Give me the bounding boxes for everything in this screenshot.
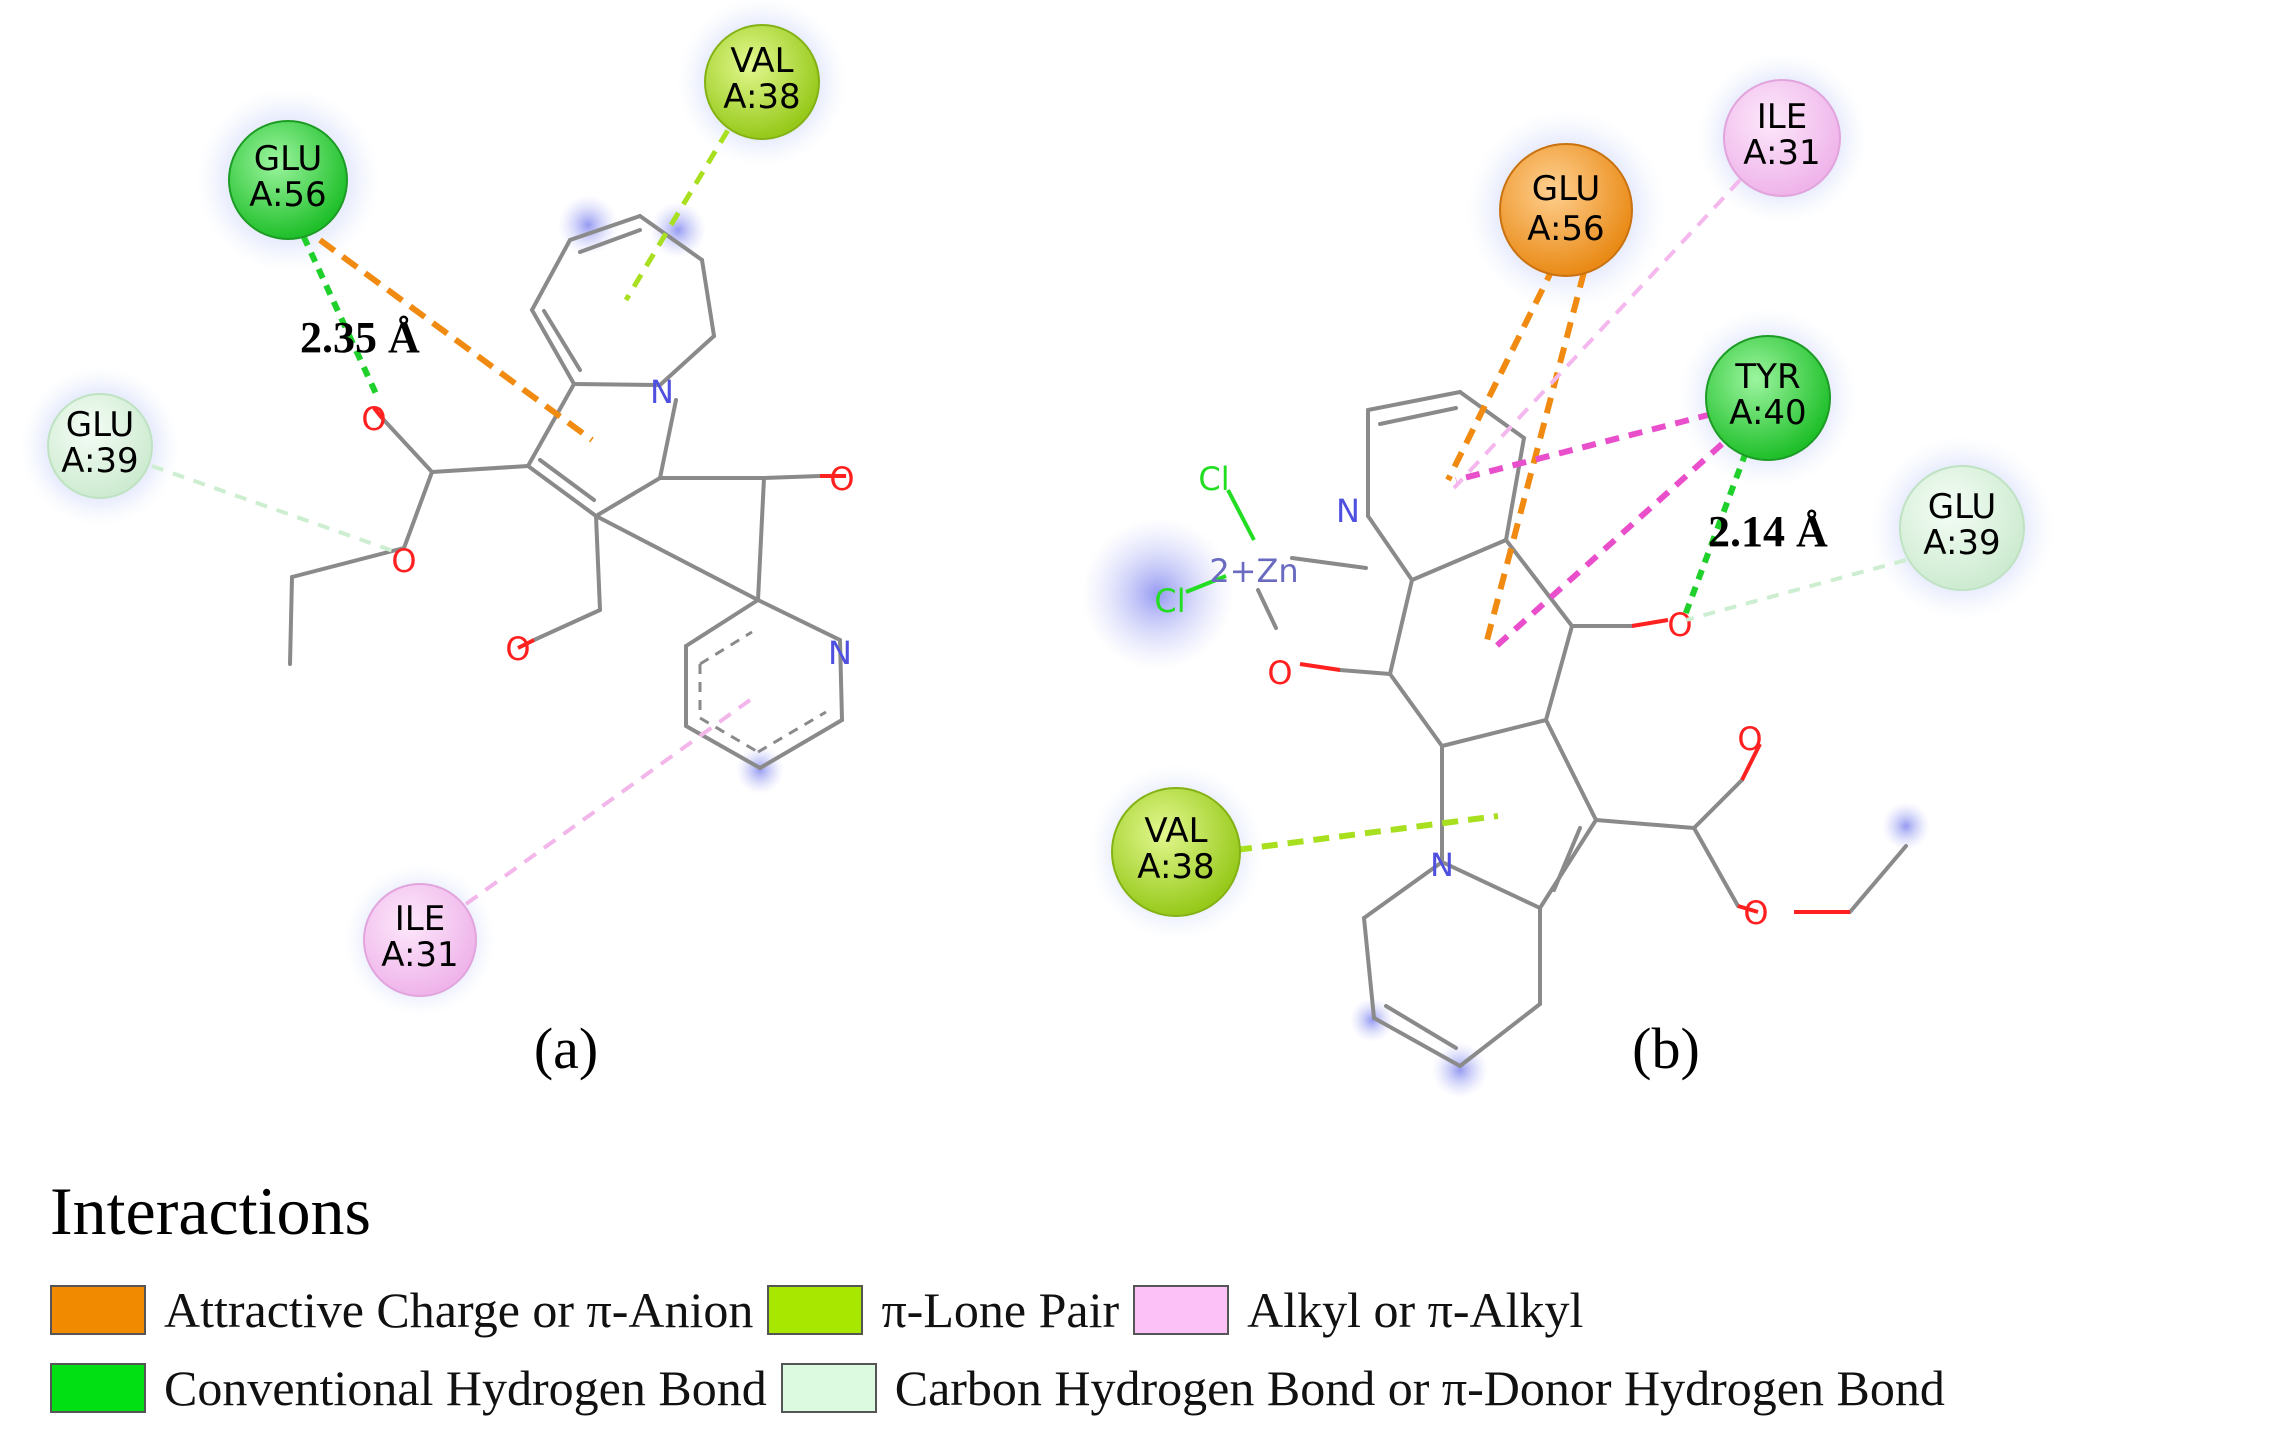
residue-glu39-b bbox=[1899, 465, 2025, 591]
atom-highlight bbox=[1350, 998, 1394, 1042]
residue-number: A:39 bbox=[61, 441, 138, 481]
carbon-h-bond-line bbox=[1685, 558, 1907, 622]
distance-label-b: 2.14 Å bbox=[1708, 507, 1828, 556]
residue-name: GLU bbox=[1532, 169, 1600, 209]
atom-o: O bbox=[1267, 654, 1292, 692]
legend-label: Carbon Hydrogen Bond or π-Donor Hydrogen… bbox=[894, 1360, 1945, 1416]
legend-label: Alkyl or π-Alkyl bbox=[1247, 1282, 1584, 1338]
legend-swatch-alkyl bbox=[1133, 1285, 1230, 1335]
atom-n: N bbox=[650, 373, 674, 411]
residue-number: A:31 bbox=[1743, 133, 1820, 173]
atom-n: N bbox=[828, 634, 852, 672]
residue-val38-b bbox=[1111, 787, 1241, 917]
residue-name: TYR bbox=[1734, 357, 1800, 397]
residue-ile31-b bbox=[1723, 79, 1841, 197]
legend-swatch-pi-lone-pair bbox=[767, 1285, 864, 1335]
molecule-b-bonds bbox=[1256, 390, 1908, 1068]
atom-o: O bbox=[829, 460, 854, 498]
residue-number: A:38 bbox=[723, 77, 800, 117]
residue-number: A:56 bbox=[1527, 209, 1604, 249]
pi-lone-pair-line bbox=[1235, 813, 1499, 853]
molecule-a-aromatic bbox=[698, 630, 827, 754]
residue-number: A:39 bbox=[1923, 523, 2000, 563]
atom-highlight bbox=[736, 746, 784, 794]
residue-tyr40-b bbox=[1705, 335, 1831, 461]
pi-alkyl-line bbox=[1455, 411, 1713, 483]
panel-b: Cl Cl 2+Zn N N O O O O GLU A:56 ILE A:31… bbox=[1082, 53, 2054, 1098]
legend-row-2: Conventional Hydrogen Bond Carbon Hydrog… bbox=[50, 1356, 1959, 1420]
atom-o: O bbox=[1743, 894, 1768, 932]
molecule-a-oxygen-bonds bbox=[372, 406, 846, 650]
residue-glu56-b bbox=[1499, 143, 1633, 277]
distance-label-a: 2.35 Å bbox=[300, 313, 420, 362]
residue-name: ILE bbox=[1757, 97, 1807, 137]
attractive-charge-line bbox=[1445, 264, 1557, 482]
atom-n: N bbox=[1430, 846, 1454, 884]
residue-val38-a bbox=[704, 24, 820, 140]
residue-name: GLU bbox=[254, 139, 322, 179]
attractive-charge-line bbox=[318, 237, 594, 443]
atom-highlight bbox=[1882, 802, 1930, 850]
h-bond-line bbox=[1681, 450, 1749, 620]
atom-o: O bbox=[391, 542, 416, 580]
residue-number: A:56 bbox=[249, 175, 326, 215]
residue-name: GLU bbox=[1928, 487, 1996, 527]
legend-swatch-attractive-charge bbox=[50, 1285, 146, 1335]
legend-title: Interactions bbox=[50, 1173, 371, 1249]
carbon-h-bond-line bbox=[151, 464, 397, 554]
legend-row-1: Attractive Charge or π-Anion π-Lone Pair… bbox=[50, 1278, 1597, 1342]
molecule-b-chlorine-bonds bbox=[1185, 489, 1256, 594]
residue-name: GLU bbox=[66, 405, 134, 445]
molecule-a-bonds bbox=[288, 214, 844, 770]
zn-highlight bbox=[1082, 518, 1234, 670]
atom-o: O bbox=[505, 630, 530, 668]
residue-number: A:40 bbox=[1729, 393, 1806, 433]
residue-name: VAL bbox=[730, 41, 793, 81]
atom-o: O bbox=[1737, 720, 1762, 758]
legend-swatch-carbon-h-bond bbox=[780, 1363, 877, 1413]
atom-o: O bbox=[361, 400, 386, 438]
residue-glu39-a bbox=[47, 393, 153, 499]
legend-label: Attractive Charge or π-Anion bbox=[164, 1282, 754, 1338]
atom-cl: Cl bbox=[1198, 460, 1229, 498]
atom-n: N bbox=[1336, 492, 1360, 530]
legend-swatch-conventional-h-bond bbox=[50, 1363, 146, 1413]
residue-name: VAL bbox=[1144, 811, 1207, 851]
h-bond-line bbox=[293, 218, 381, 400]
residue-ile31-a bbox=[363, 883, 477, 997]
panel-caption-a: (a) bbox=[534, 1016, 598, 1081]
panel-a: N N O O O O GLU A:56 VAL A:38 GLU A:39 I… bbox=[20, 0, 855, 1081]
residue-number: A:31 bbox=[381, 935, 458, 975]
residue-name: ILE bbox=[395, 899, 445, 939]
atom-zn: 2+Zn bbox=[1209, 552, 1298, 590]
legend-label: Conventional Hydrogen Bond bbox=[164, 1360, 767, 1416]
pi-lone-pair-line bbox=[623, 108, 743, 302]
legend-label: π-Lone Pair bbox=[881, 1282, 1120, 1338]
residue-number: A:38 bbox=[1137, 847, 1214, 887]
atom-cl: Cl bbox=[1154, 582, 1185, 620]
molecule-b-oxygen-bonds bbox=[1299, 618, 1850, 914]
alkyl-line bbox=[464, 698, 752, 906]
pi-alkyl-line bbox=[1489, 441, 1725, 653]
attractive-charge-line bbox=[1483, 271, 1587, 645]
residue-glu56-a bbox=[228, 120, 348, 240]
panel-caption-b: (b) bbox=[1632, 1016, 1700, 1081]
atom-highlight bbox=[650, 202, 706, 258]
